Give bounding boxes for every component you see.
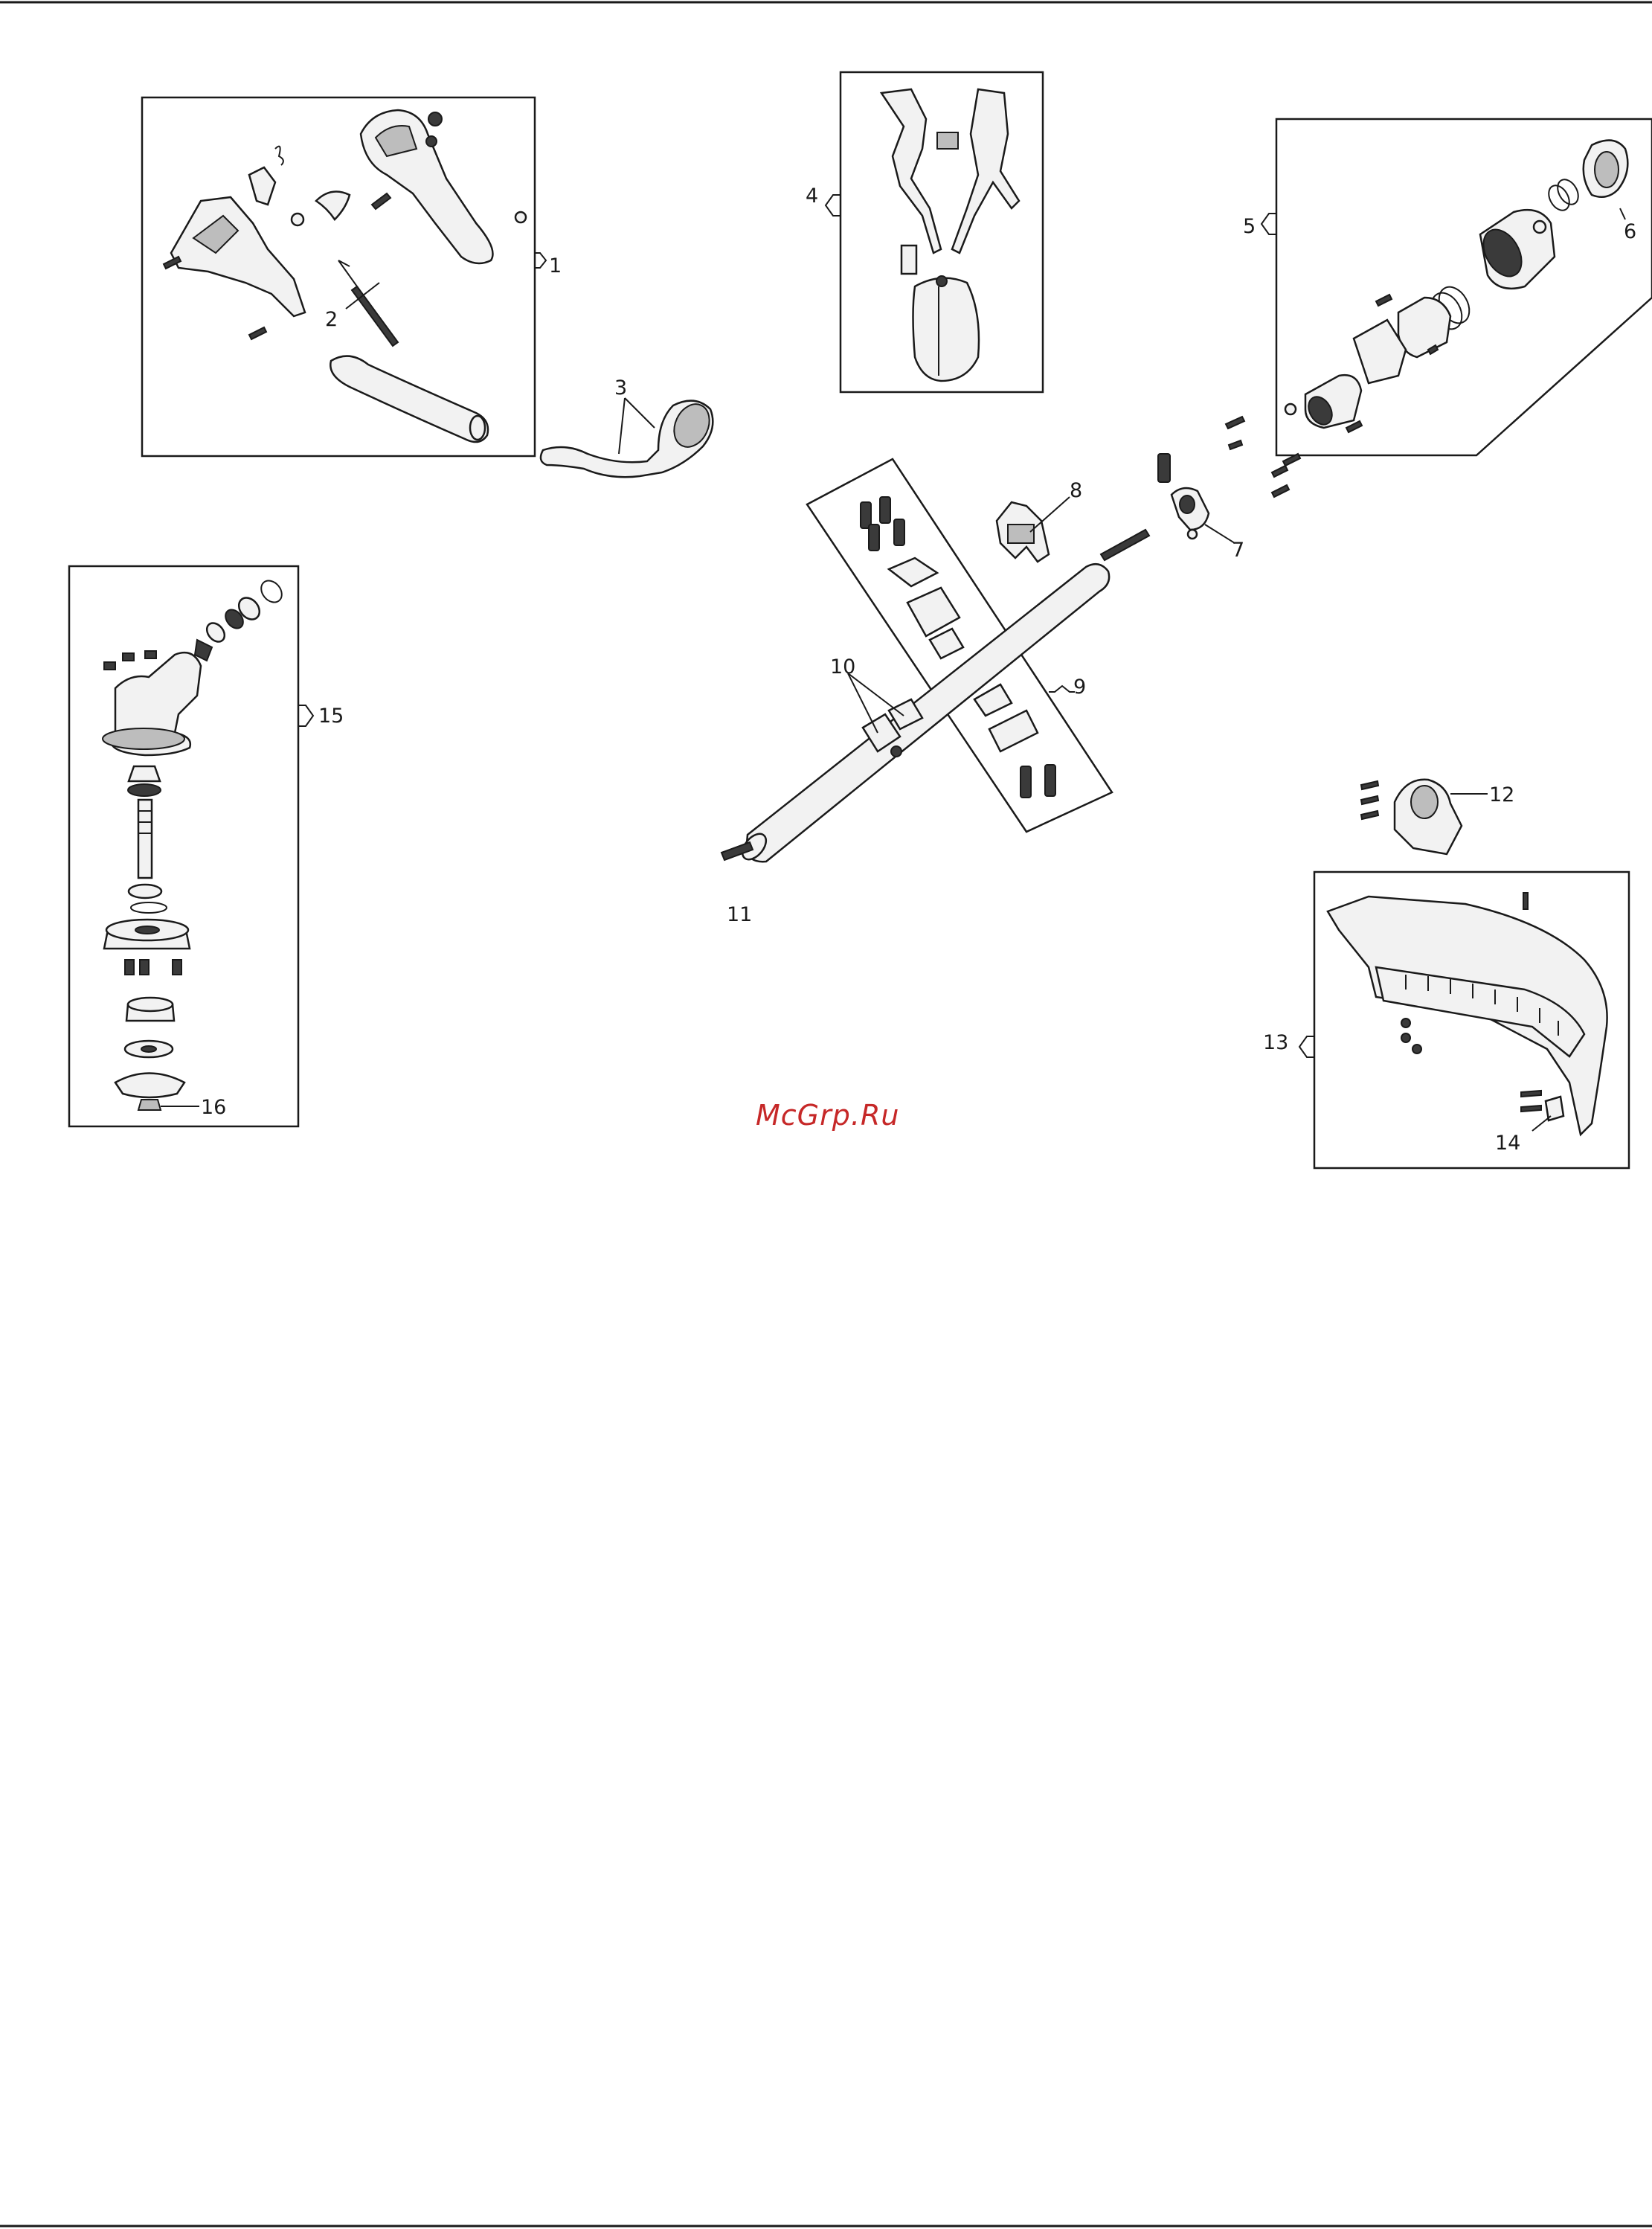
gearbox-box — [69, 566, 298, 1126]
callout-1: 1 — [549, 254, 562, 278]
gearbox-group: 15 16 — [69, 566, 344, 1126]
hip-pad — [913, 278, 980, 381]
drive-shaft-spline-top — [1101, 530, 1149, 560]
handle-assembly-box — [142, 97, 535, 456]
callout-12: 12 — [1489, 783, 1514, 806]
screw-icon — [372, 193, 390, 209]
ground-cup — [115, 1074, 184, 1098]
joint-cover — [889, 558, 937, 586]
trigger-icon — [249, 167, 275, 205]
loop-handle-group: 3 — [541, 376, 716, 477]
callout-11: 11 — [727, 903, 752, 926]
callout-8: 8 — [1070, 479, 1082, 502]
harness-strap-right — [952, 89, 1019, 253]
coupling — [1398, 298, 1450, 357]
callout-7: 7 — [1232, 539, 1244, 562]
box1-bracket — [535, 253, 546, 268]
callout-5: 5 — [1243, 215, 1256, 238]
line-cutter — [1546, 1097, 1563, 1120]
circlip — [257, 577, 286, 606]
callout-2: 2 — [325, 308, 338, 331]
callout-10: 10 — [830, 655, 855, 679]
callout-15: 15 — [318, 705, 344, 728]
drive-shaft-group: 10 11 — [721, 530, 1149, 926]
callout-16: 16 — [201, 1096, 226, 1119]
callout-6: 6 — [1624, 220, 1636, 243]
callout-14: 14 — [1495, 1132, 1520, 1155]
callout-13: 13 — [1263, 1031, 1288, 1054]
watermark-text: McGrp.Ru — [756, 1099, 899, 1132]
harness-strap-left — [881, 89, 941, 253]
handle-grip-tube — [330, 356, 488, 442]
spring-icon — [275, 147, 283, 165]
lock-lever-icon — [316, 192, 350, 220]
bevel-gear — [129, 766, 160, 781]
pinion-gear — [195, 640, 212, 661]
guard-bracket-group: 12 — [1361, 780, 1514, 854]
lever-group: 8 — [997, 479, 1082, 562]
callout-9: 9 — [1073, 676, 1086, 699]
handle-assembly-group: 1 2 — [142, 97, 562, 456]
harness-group: 4 — [806, 72, 1043, 392]
guard-group: 13 14 — [1263, 872, 1629, 1168]
clamp-group: 7 — [1158, 454, 1244, 562]
callout-4: 4 — [806, 185, 818, 208]
screws-upper-right — [1226, 417, 1300, 497]
throttle-housing-left — [171, 197, 305, 316]
callout-3: 3 — [614, 376, 627, 400]
clutch-group: 5 6 — [1243, 119, 1652, 455]
nut-icon — [138, 1100, 161, 1110]
